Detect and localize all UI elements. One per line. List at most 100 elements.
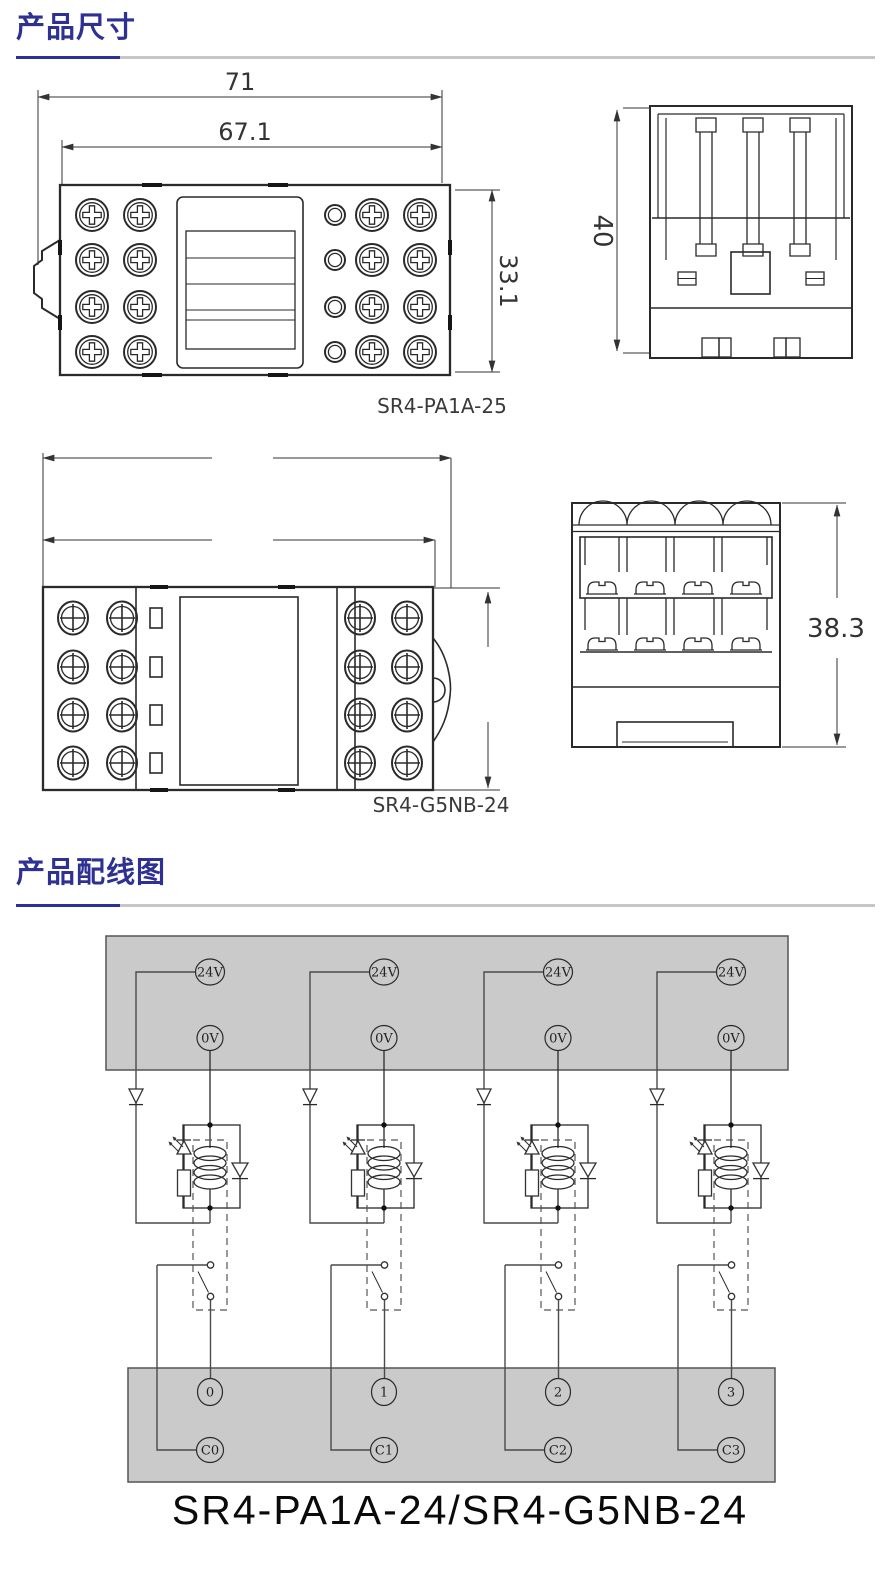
screw-terminal-icon	[75, 290, 109, 324]
supply-negative-label: 0V	[201, 1032, 219, 1047]
screw-terminal-icon	[75, 198, 109, 232]
screw-terminal-icon	[57, 697, 89, 733]
screw-terminal-icon	[403, 335, 437, 369]
front-view-label: SR4-PA1A-25	[377, 394, 507, 418]
slotted-screw-icon	[729, 581, 763, 595]
diode-icon	[127, 1088, 145, 1105]
front-view-body	[33, 183, 452, 377]
screw-terminal-icon	[123, 290, 157, 324]
coil-module-outline	[182, 1124, 241, 1209]
common-terminal	[543, 1436, 573, 1464]
supply-negative-terminal	[717, 1024, 745, 1052]
side-view-drawing: 40	[587, 105, 853, 359]
terminal-side-view-drawing: 38.3	[571, 500, 865, 748]
slotted-screw-icon	[633, 637, 667, 651]
top-view-body	[41, 585, 452, 792]
dim-inner-width-value: 67.1	[218, 118, 271, 146]
screw-terminal-icon	[123, 335, 157, 369]
coil-icon	[714, 1145, 748, 1190]
screw-terminal-icon	[57, 745, 89, 781]
screw-terminal-icon	[391, 745, 423, 781]
diode-icon	[578, 1162, 598, 1179]
supply-positive-label: 24V	[545, 966, 572, 981]
dim-overall-width-value: 71	[225, 68, 256, 96]
pin-hole-icon	[324, 249, 346, 271]
screw-terminal-icon	[403, 198, 437, 232]
output-terminal-label: 2	[554, 1386, 562, 1401]
pin-hole-icon	[324, 296, 346, 318]
screw-terminal-icon	[106, 600, 138, 636]
dim-terminal-height-value: 38.3	[807, 614, 865, 644]
supply-positive-label: 24V	[371, 966, 398, 981]
supply-negative-terminal	[370, 1024, 398, 1052]
release-latch	[432, 637, 452, 743]
screw-terminal-icon	[391, 649, 423, 685]
underline-accent-segment	[16, 904, 120, 907]
common-terminal-label: C2	[549, 1444, 567, 1459]
common-terminal-label: C1	[375, 1444, 393, 1459]
slotted-screw-icon	[681, 581, 715, 595]
supply-negative-terminal	[196, 1024, 224, 1052]
terminal-side-body	[571, 500, 781, 748]
output-terminal	[196, 1377, 224, 1407]
screw-terminal-icon	[75, 243, 109, 277]
output-terminal-label: 3	[727, 1386, 735, 1401]
common-terminal-label: C0	[201, 1444, 219, 1459]
product-dimensions-title: 产品尺寸	[16, 12, 137, 44]
dim-overall-width: 71	[37, 68, 443, 265]
coil-icon	[367, 1145, 401, 1190]
wiring-title-underline	[16, 904, 875, 907]
terminal-screws	[57, 600, 423, 781]
screw-terminal-icon	[355, 198, 389, 232]
dimensions-title-underline	[16, 56, 875, 59]
relay-contact-switch	[505, 1261, 563, 1301]
center-window	[730, 251, 771, 295]
resistor-icon	[176, 1169, 192, 1197]
dim-depth-value: 40	[587, 214, 617, 247]
coil-module-outline	[703, 1124, 762, 1209]
front-view-drawing: 71 67.1 33.1 SR4-PA1A-25	[33, 68, 522, 418]
slotted-screw-icon	[585, 581, 619, 595]
power-rail-box	[105, 935, 789, 1071]
output-rail-box	[127, 1367, 776, 1483]
relay-window	[179, 596, 299, 786]
supply-positive-terminal	[194, 958, 226, 986]
resistor-icon	[524, 1169, 540, 1197]
supply-positive-terminal	[542, 958, 574, 986]
underline-accent-segment	[16, 56, 120, 59]
diode-icon	[301, 1088, 319, 1105]
supply-negative-label: 0V	[549, 1032, 567, 1047]
supply-negative-terminal	[544, 1024, 572, 1052]
supply-negative-label: 0V	[375, 1032, 393, 1047]
screw-terminal-icon	[123, 243, 157, 277]
output-terminal-label: 0	[206, 1386, 214, 1401]
led-indicator-icon	[349, 1139, 367, 1155]
screw-terminal-icon	[57, 649, 89, 685]
screw-terminal-icon	[106, 697, 138, 733]
side-slots	[677, 271, 825, 286]
output-terminal	[544, 1377, 572, 1407]
coil-icon	[541, 1145, 575, 1190]
screw-terminal-icon	[57, 600, 89, 636]
top-view-label: SR4-G5NB-24	[373, 793, 510, 817]
screw-terminal-icon	[123, 198, 157, 232]
mount-tab	[33, 239, 61, 320]
diode-icon	[404, 1162, 424, 1179]
pin-hole-icon	[324, 341, 346, 363]
wiring-channel-2: 24V 0V 2C2	[475, 958, 598, 1464]
common-terminal-label: C3	[722, 1444, 740, 1459]
coil-module-outline	[530, 1124, 589, 1209]
dim-height-value: 33.1	[494, 254, 522, 307]
screw-terminal-icon	[75, 335, 109, 369]
coil-module-outline	[356, 1124, 415, 1209]
resistor-icon	[350, 1169, 366, 1197]
label-window	[176, 196, 304, 369]
supply-positive-terminal	[368, 958, 400, 986]
diode-icon	[648, 1088, 666, 1105]
screw-terminal-icon	[106, 649, 138, 685]
diode-icon	[751, 1162, 771, 1179]
